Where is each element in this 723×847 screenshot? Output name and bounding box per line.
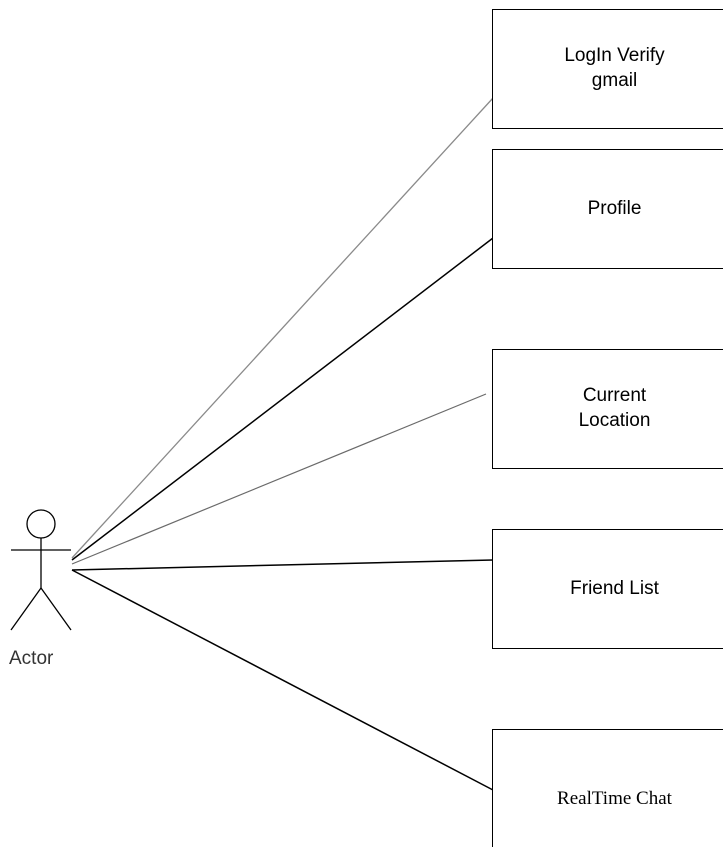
association-profile [71,237,494,561]
actor-right-leg [40,587,72,631]
use-case-label: Profile [587,197,642,219]
actor-figure [10,509,72,631]
use-case-label: RealTime Chat [557,787,672,809]
association-friend-list [71,559,494,571]
use-case-realtime-chat: RealTime Chat [492,729,723,847]
use-case-friend-list: Friend List [492,529,723,649]
association-login [71,97,494,559]
actor-label: Actor [9,648,54,669]
use-case-current-location: Current Location [492,349,723,469]
use-case-login-verify-gmail: LogIn Verify gmail [492,9,723,129]
use-case-label: Friend List [570,577,659,599]
actor-left-leg [10,587,42,631]
use-case-label: LogIn Verify gmail [564,45,665,91]
use-case-label: Current Location [578,385,651,431]
use-case-profile: Profile [492,149,723,269]
actor-head [26,509,56,539]
association-current-location [71,393,487,565]
association-realtime-chat [71,569,494,791]
